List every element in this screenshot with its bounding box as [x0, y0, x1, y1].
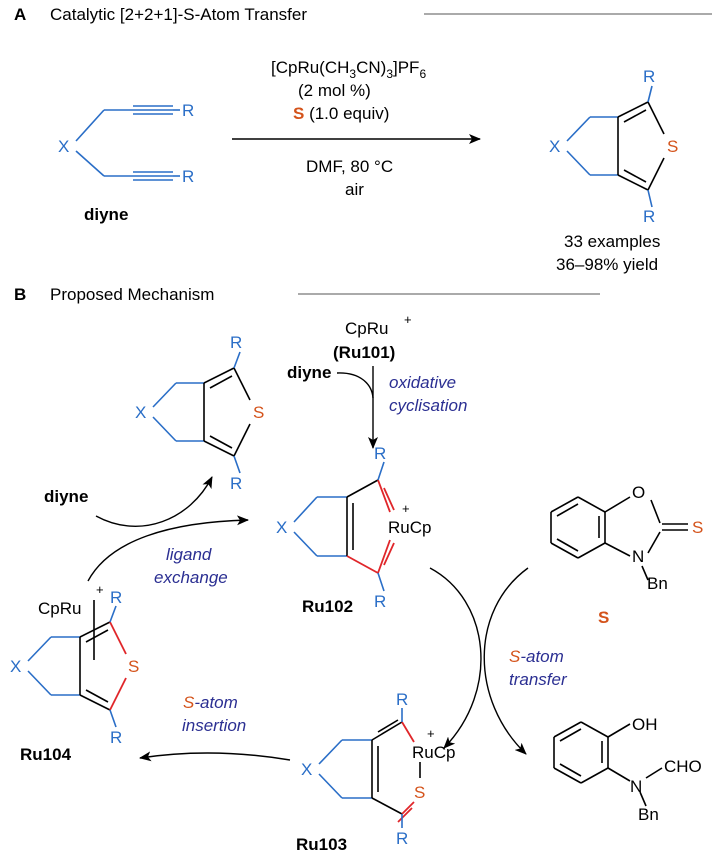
- product-r-bottom: R: [643, 207, 655, 226]
- ru103-r2: R: [396, 829, 408, 848]
- reagent-bn: Bn: [647, 574, 668, 593]
- byproduct-bn: Bn: [638, 805, 659, 824]
- yield-range: 36–98% yield: [556, 255, 658, 274]
- ru103-x: X: [301, 760, 312, 779]
- panel-b-letter: B: [14, 285, 26, 304]
- reagent-line: S (1.0 equiv): [293, 104, 389, 123]
- ru102-label: Ru102: [302, 597, 353, 616]
- product-x-atom: X: [549, 137, 560, 156]
- scope-count: 33 examples: [564, 232, 660, 251]
- reaction-conditions: [CpRu(CH3CN)3]PF6 (2 mol %) S (1.0 equiv…: [232, 58, 481, 199]
- ru103-s: S: [414, 783, 425, 802]
- reagent-n-atom: N: [632, 547, 644, 566]
- panel-a-title: Catalytic [2+2+1]-S-Atom Transfer: [50, 5, 307, 24]
- atmosphere: air: [345, 180, 364, 199]
- top-thiophene-r2: R: [230, 474, 242, 493]
- ru101: CpRu + (Ru101): [333, 312, 412, 362]
- ru104-s: S: [128, 657, 139, 676]
- reagent-o-atom: O: [632, 483, 645, 502]
- panel-b-title: Proposed Mechanism: [50, 285, 214, 304]
- ru102-r2: R: [374, 592, 386, 611]
- catalyst-loading: (2 mol %): [298, 81, 371, 100]
- ru104-label: Ru104: [20, 745, 72, 764]
- ligand-release-arrow: [95, 476, 213, 527]
- step-oxidative-1: oxidative: [389, 373, 456, 392]
- reagent-thione-s: S: [692, 518, 703, 537]
- ru103-r1: R: [396, 690, 408, 709]
- ru103-rucp: RuCp: [412, 743, 455, 762]
- diyne-top-label: diyne: [287, 363, 331, 382]
- ru104-charge: +: [96, 582, 104, 597]
- catalyst-formula: [CpRu(CH3CN)3]PF6: [271, 58, 426, 81]
- ru101-label: (Ru101): [333, 343, 395, 362]
- ru104: X S CpRu + R R Ru104: [10, 582, 139, 764]
- byproduct-cho: CHO: [664, 757, 702, 776]
- ru102: X RuCp + R R Ru102: [276, 444, 431, 616]
- insertion-arrow: [139, 751, 291, 762]
- ru104-r2: R: [110, 728, 122, 747]
- top-thiophene-s: S: [253, 403, 264, 422]
- solvent-temp: DMF, 80 °C: [306, 157, 393, 176]
- ru102-charge: +: [402, 501, 410, 516]
- top-thiophene-x: X: [135, 403, 146, 422]
- diyne-label: diyne: [84, 205, 128, 224]
- step-transfer-1: S-atom: [509, 647, 564, 666]
- product-s-atom: S: [667, 137, 678, 156]
- ru101-name: CpRu: [345, 319, 388, 338]
- step-oxidative-2: cyclisation: [389, 396, 467, 415]
- ru103-charge: +: [427, 726, 435, 741]
- ru102-x: X: [276, 518, 287, 537]
- step-transfer-2: transfer: [509, 670, 568, 689]
- thiophene-product: X S R R 33 examples 36–98% yield: [549, 67, 678, 274]
- panel-a-header: A Catalytic [2+2+1]-S-Atom Transfer: [14, 5, 712, 24]
- ru104-r1: R: [110, 588, 122, 607]
- ru102-rucp: RuCp: [388, 518, 431, 537]
- step-insertion-2: insertion: [182, 716, 246, 735]
- reagent-s-structure: O N Bn S S: [550, 483, 703, 627]
- panel-a-letter: A: [14, 5, 26, 24]
- byproduct-formamide: OH N CHO Bn: [553, 715, 702, 824]
- transfer-arrow-ru: [429, 567, 482, 749]
- thiophene-released: X S R R: [135, 333, 264, 493]
- step-ligand-2: exchange: [154, 568, 228, 587]
- panel-b-header: B Proposed Mechanism: [14, 285, 600, 304]
- top-thiophene-r1: R: [230, 333, 242, 352]
- byproduct-n: N: [630, 777, 642, 796]
- ru104-x: X: [10, 657, 21, 676]
- transfer-arrow-byproduct: [483, 567, 529, 755]
- diyne-structure: X R R diyne: [58, 101, 194, 224]
- ru104-cpru: CpRu: [38, 599, 81, 618]
- ru102-r1: R: [374, 444, 386, 463]
- reagent-label: S: [598, 608, 609, 627]
- ligand-exchange-arrow: [87, 515, 249, 582]
- diyne-r-top: R: [182, 101, 194, 120]
- product-r-top: R: [643, 67, 655, 86]
- ru103-label: Ru103: [296, 835, 347, 854]
- byproduct-oh: OH: [632, 715, 658, 734]
- step-ligand-1: ligand: [166, 545, 212, 564]
- diyne-x-atom: X: [58, 137, 69, 156]
- ru101-charge: +: [404, 312, 412, 327]
- diyne-join-curve: [336, 372, 374, 399]
- diyne-left-label: diyne: [44, 487, 88, 506]
- ru103: X RuCp + S R R Ru103: [296, 690, 455, 854]
- diyne-r-bottom: R: [182, 167, 194, 186]
- step-insertion-1: S-atom: [183, 693, 238, 712]
